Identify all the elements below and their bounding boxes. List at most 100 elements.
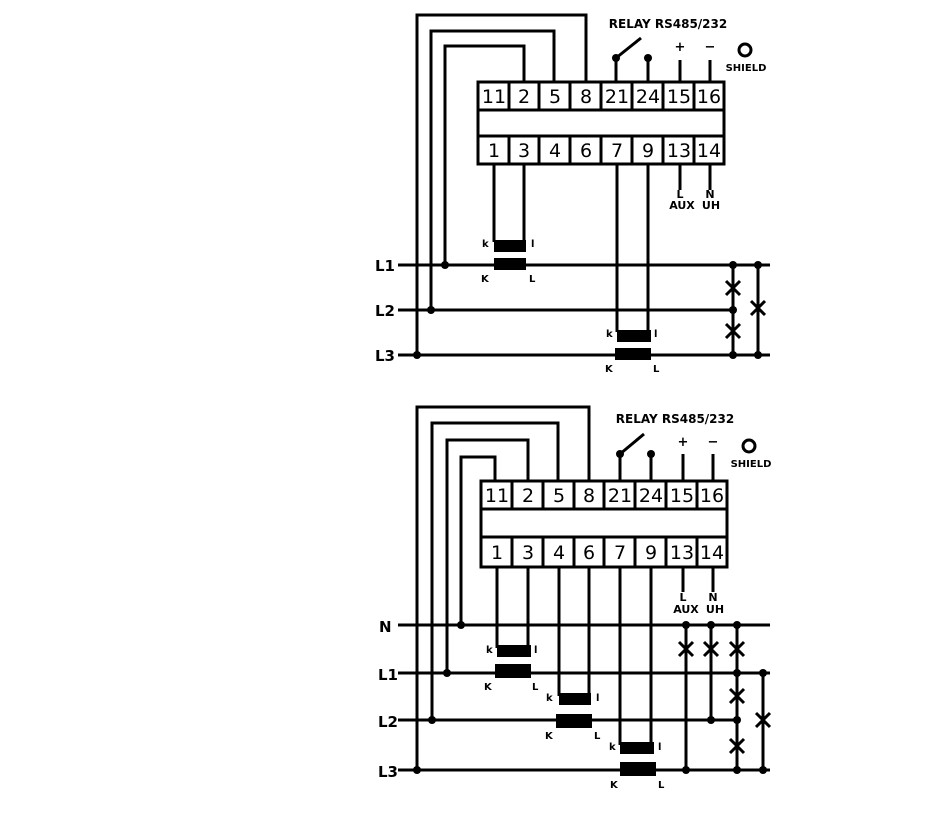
terminal-label: 13 xyxy=(670,542,694,564)
uh-label: UH xyxy=(702,199,720,212)
junction-dot xyxy=(707,716,715,724)
ct2-coil-icon xyxy=(559,693,591,705)
terminal-label: 3 xyxy=(518,140,530,162)
relay-switch-icon xyxy=(620,434,644,454)
junction-dot xyxy=(682,766,690,774)
relay-label: RELAY RS485/232 xyxy=(616,412,734,426)
junction-dot xyxy=(759,766,767,774)
ct1-K-label: K xyxy=(481,274,490,285)
junction-dot xyxy=(413,351,421,359)
ct1-l-label: l xyxy=(534,645,537,656)
ct2-k-label: k xyxy=(546,693,553,704)
line-label-l1: L1 xyxy=(375,257,395,275)
junction-dot xyxy=(413,766,421,774)
ct1-L-label: L xyxy=(532,682,539,693)
junction-dot xyxy=(729,351,737,359)
diagram-top: RELAY RS485/232 + − SHIELD xyxy=(375,15,770,375)
junction-dot xyxy=(427,306,435,314)
relay-switch-icon xyxy=(616,38,641,58)
line-label-l2: L2 xyxy=(378,713,398,731)
ct1-core-icon xyxy=(494,258,526,270)
junction-dot xyxy=(754,261,762,269)
terminal-label: 4 xyxy=(553,542,565,564)
terminal-label: 1 xyxy=(491,542,503,564)
terminal-label: 13 xyxy=(667,140,691,162)
plus-label: + xyxy=(678,435,689,450)
ct3-L-label: L xyxy=(658,780,665,791)
aux-label: AUX xyxy=(669,199,695,212)
ct2-core-icon xyxy=(556,714,592,728)
ct1-L-label: L xyxy=(529,274,536,285)
ct1-coil-icon xyxy=(494,240,526,252)
junction-dot xyxy=(428,716,436,724)
terminal-label: 2 xyxy=(518,86,530,108)
terminal-label: 15 xyxy=(667,86,691,108)
ct3-coil-icon xyxy=(620,742,654,754)
ct3-core-icon xyxy=(620,762,656,776)
terminal-label: 21 xyxy=(608,485,632,507)
line-label-l3: L3 xyxy=(378,763,398,781)
junction-dot xyxy=(682,621,690,629)
ct2-K-label: K xyxy=(545,731,554,742)
junction-dot xyxy=(457,621,465,629)
terminal-label: 3 xyxy=(522,542,534,564)
relay-dot-24 xyxy=(644,54,652,62)
ct1-k-label: k xyxy=(482,239,489,250)
ct2-L-label: L xyxy=(594,731,601,742)
line-label-l1: L1 xyxy=(378,666,398,684)
terminal-label: 16 xyxy=(697,86,721,108)
terminal-label: 1 xyxy=(488,140,500,162)
junction-dot xyxy=(729,306,737,314)
terminal-label: 14 xyxy=(700,542,724,564)
shield-icon xyxy=(739,44,751,56)
ct1-l-label: l xyxy=(531,239,534,250)
ct2-l-label: l xyxy=(654,329,657,340)
ct2-coil-icon xyxy=(617,330,651,342)
minus-label: − xyxy=(708,435,719,450)
ct2-K-label: K xyxy=(605,364,614,375)
terminal-label: 24 xyxy=(639,485,663,507)
ct2-k-label: k xyxy=(606,329,613,340)
terminal-label: 4 xyxy=(549,140,561,162)
terminal-label: 6 xyxy=(580,140,592,162)
line-label-l2: L2 xyxy=(375,302,395,320)
terminal-label: 11 xyxy=(485,485,509,507)
terminal-label: 15 xyxy=(670,485,694,507)
shield-icon xyxy=(743,440,755,452)
terminal-label: 5 xyxy=(553,485,565,507)
terminal-label: 14 xyxy=(697,140,721,162)
terminal-label: 7 xyxy=(614,542,626,564)
line-label-n: N xyxy=(379,618,392,636)
relay-label: RELAY RS485/232 xyxy=(609,17,727,31)
terminal-label: 5 xyxy=(549,86,561,108)
terminal-label: 24 xyxy=(636,86,660,108)
wire-loop-8 xyxy=(417,15,586,355)
ct1-k-label: k xyxy=(486,645,493,656)
junction-dot xyxy=(733,766,741,774)
junction-dot xyxy=(707,621,715,629)
junction-dot xyxy=(733,621,741,629)
ct3-l-label: l xyxy=(658,742,661,753)
ct2-L-label: L xyxy=(653,364,660,375)
line-label-l3: L3 xyxy=(375,347,395,365)
junction-dot xyxy=(443,669,451,677)
terminal-label: 7 xyxy=(611,140,623,162)
uh-label: UH xyxy=(706,603,724,616)
terminal-label: 21 xyxy=(605,86,629,108)
terminal-label: 8 xyxy=(583,485,595,507)
ct1-coil-icon xyxy=(497,645,531,657)
plus-label: + xyxy=(675,40,686,55)
shield-label: SHIELD xyxy=(726,63,767,74)
junction-dot xyxy=(733,669,741,677)
ct3-k-label: k xyxy=(609,742,616,753)
junction-dot xyxy=(754,351,762,359)
junction-dot xyxy=(733,716,741,724)
ct2-l-label: l xyxy=(596,693,599,704)
junction-dot xyxy=(441,261,449,269)
terminal-label: 16 xyxy=(700,485,724,507)
terminal-label: 8 xyxy=(580,86,592,108)
ct1-K-label: K xyxy=(484,682,493,693)
junction-dot xyxy=(759,669,767,677)
